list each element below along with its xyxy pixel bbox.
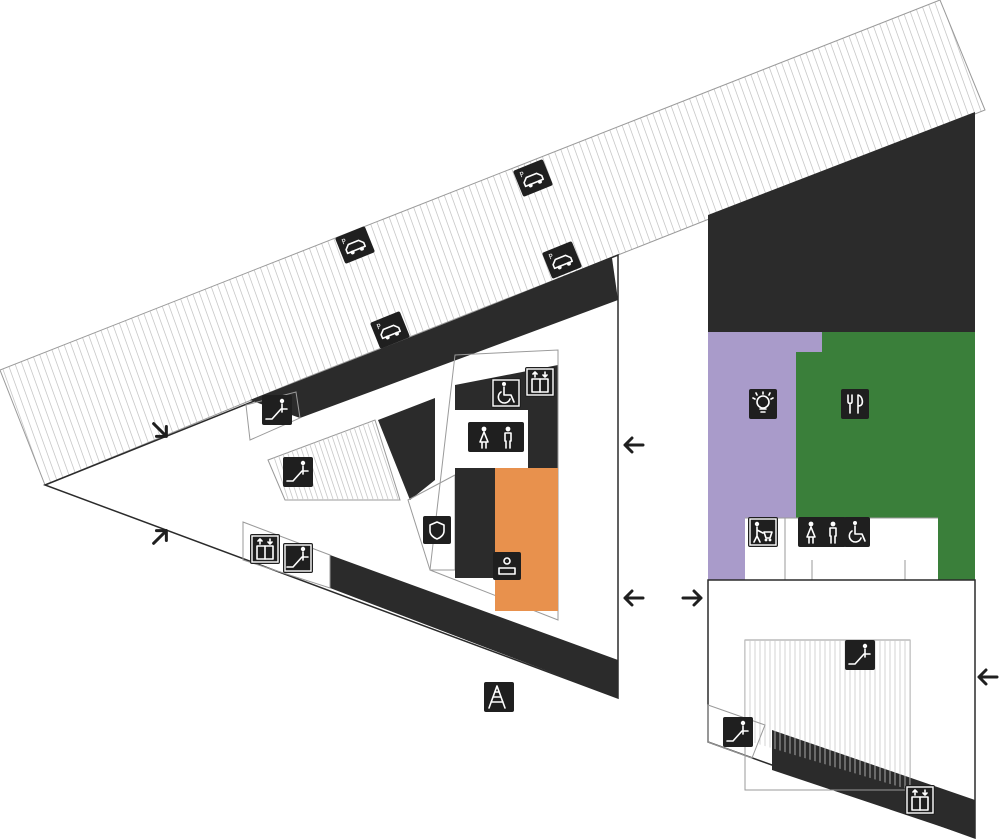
shield-icon[interactable] (423, 516, 451, 544)
family-room-icon[interactable] (748, 517, 778, 547)
svg-text:P: P (376, 322, 383, 331)
svg-text:P: P (341, 237, 348, 246)
core-block-dark (378, 398, 435, 500)
toilets-icon[interactable] (468, 422, 524, 452)
entrance-arrow-icon[interactable] (623, 589, 645, 607)
wheelchair-accessible-icon[interactable] (844, 517, 870, 547)
svg-text:P: P (519, 170, 526, 179)
escalator-icon[interactable] (262, 395, 292, 425)
elevator-icon[interactable] (525, 367, 555, 397)
entrance-arrow-icon[interactable] (977, 668, 999, 686)
escalator-icon[interactable] (283, 543, 313, 573)
wheelchair-accessible-icon[interactable] (491, 378, 521, 408)
escalator-icon[interactable] (723, 717, 753, 747)
information-desk-icon[interactable] (493, 552, 521, 580)
zone-green[interactable] (796, 332, 975, 518)
fork-knife-icon[interactable] (841, 389, 869, 419)
stairs-icon[interactable] (484, 682, 514, 712)
elevator-icon[interactable] (250, 534, 280, 564)
lightbulb-icon[interactable] (749, 389, 777, 419)
entrance-arrow-icon[interactable] (149, 526, 172, 549)
car-parking-icon[interactable]: P (335, 226, 375, 264)
northeast-block (708, 112, 975, 332)
car-parking-icon[interactable]: P (513, 159, 553, 197)
building-east (707, 112, 976, 839)
car-parking-icon[interactable]: P (542, 241, 582, 279)
car-parking-icon[interactable]: P (370, 311, 410, 349)
south-wall-east (772, 730, 975, 838)
svg-text:P: P (548, 252, 555, 261)
north-wall (250, 258, 618, 418)
entrance-arrow-icon[interactable] (149, 419, 172, 442)
escalator-icon[interactable] (845, 640, 875, 670)
entrance-arrow-icon[interactable] (623, 436, 645, 454)
entrance-arrow-icon[interactable] (681, 589, 703, 607)
elevator-icon[interactable] (905, 785, 935, 815)
escalator-icon[interactable] (283, 457, 313, 487)
building-west (42, 253, 619, 700)
toilets-icon[interactable] (798, 517, 846, 547)
shop-orange[interactable] (495, 468, 558, 611)
south-wall (330, 555, 618, 698)
